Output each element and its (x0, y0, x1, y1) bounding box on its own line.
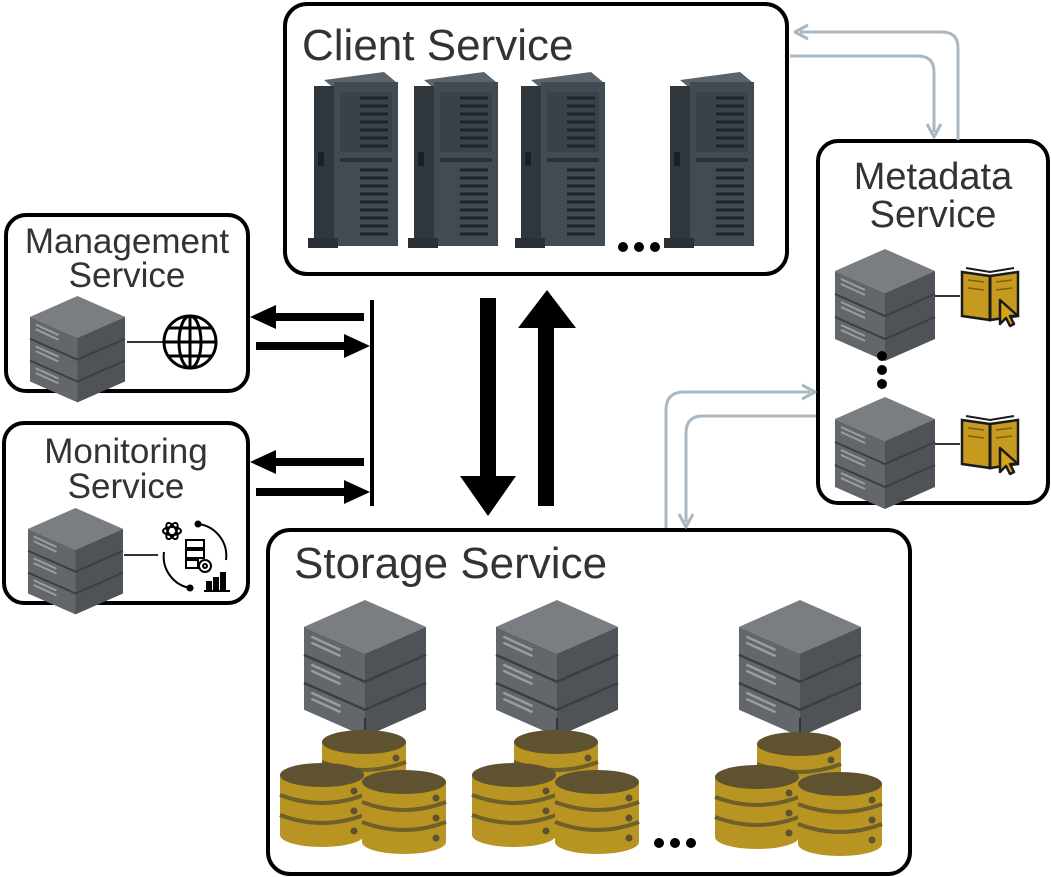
client-service-box: Client Service (283, 2, 789, 276)
client-to-storage-arrow (460, 298, 516, 516)
storage-server-icon (302, 598, 428, 738)
management-arrows (250, 305, 370, 358)
management-server-icon (29, 295, 126, 404)
disk-stack-icon (713, 763, 801, 851)
client-tower-server-icon (662, 70, 756, 250)
client-ellipsis (618, 242, 660, 252)
monitoring-server-icon (27, 507, 124, 616)
storage-ellipsis (654, 838, 696, 848)
storage-service-title: Storage Service (294, 539, 607, 588)
management-service-title-line2: Service (69, 256, 186, 295)
client-tower-server-icon (406, 70, 500, 250)
storage-node (470, 598, 641, 856)
storage-server-icon (737, 598, 863, 738)
metadata-ellipsis (877, 351, 887, 389)
globe-icon (162, 314, 218, 370)
disk-stack-icon (360, 768, 448, 856)
storage-service-box: Storage Service (266, 528, 912, 876)
metadata-service-title-line1: Metadata (854, 156, 1013, 198)
monitoring-service-title-line1: Monitoring (44, 432, 207, 471)
client-tower-server-icon (513, 70, 607, 250)
metadata-server-icon (834, 248, 936, 362)
management-service-box: Management Service (4, 213, 250, 404)
storage-node (713, 598, 884, 858)
analytics-icon (162, 520, 230, 592)
disk-stack-icon (796, 770, 884, 858)
storage-to-client-arrow (518, 290, 576, 506)
disk-stack-icon (470, 761, 558, 849)
management-service-title-line1: Management (25, 222, 230, 261)
book-icon (960, 266, 1020, 328)
disk-stack-icon (278, 761, 366, 849)
client-tower-server-icon (306, 70, 400, 250)
storage-node (278, 598, 448, 856)
client-metadata-arrows (790, 23, 960, 140)
storage-server-icon (494, 598, 620, 738)
metadata-server-icon (834, 396, 936, 510)
monitoring-arrows (250, 450, 370, 504)
metadata-service-box: Metadata Service (816, 139, 1050, 510)
monitoring-service-title-line2: Service (68, 467, 185, 506)
disk-stack-icon (553, 768, 641, 856)
client-service-title: Client Service (302, 21, 573, 70)
metadata-service-title-line2: Service (870, 194, 997, 236)
monitoring-service-box: Monitoring Service (2, 421, 250, 616)
book-icon (960, 414, 1020, 476)
storage-metadata-arrows (664, 383, 817, 529)
